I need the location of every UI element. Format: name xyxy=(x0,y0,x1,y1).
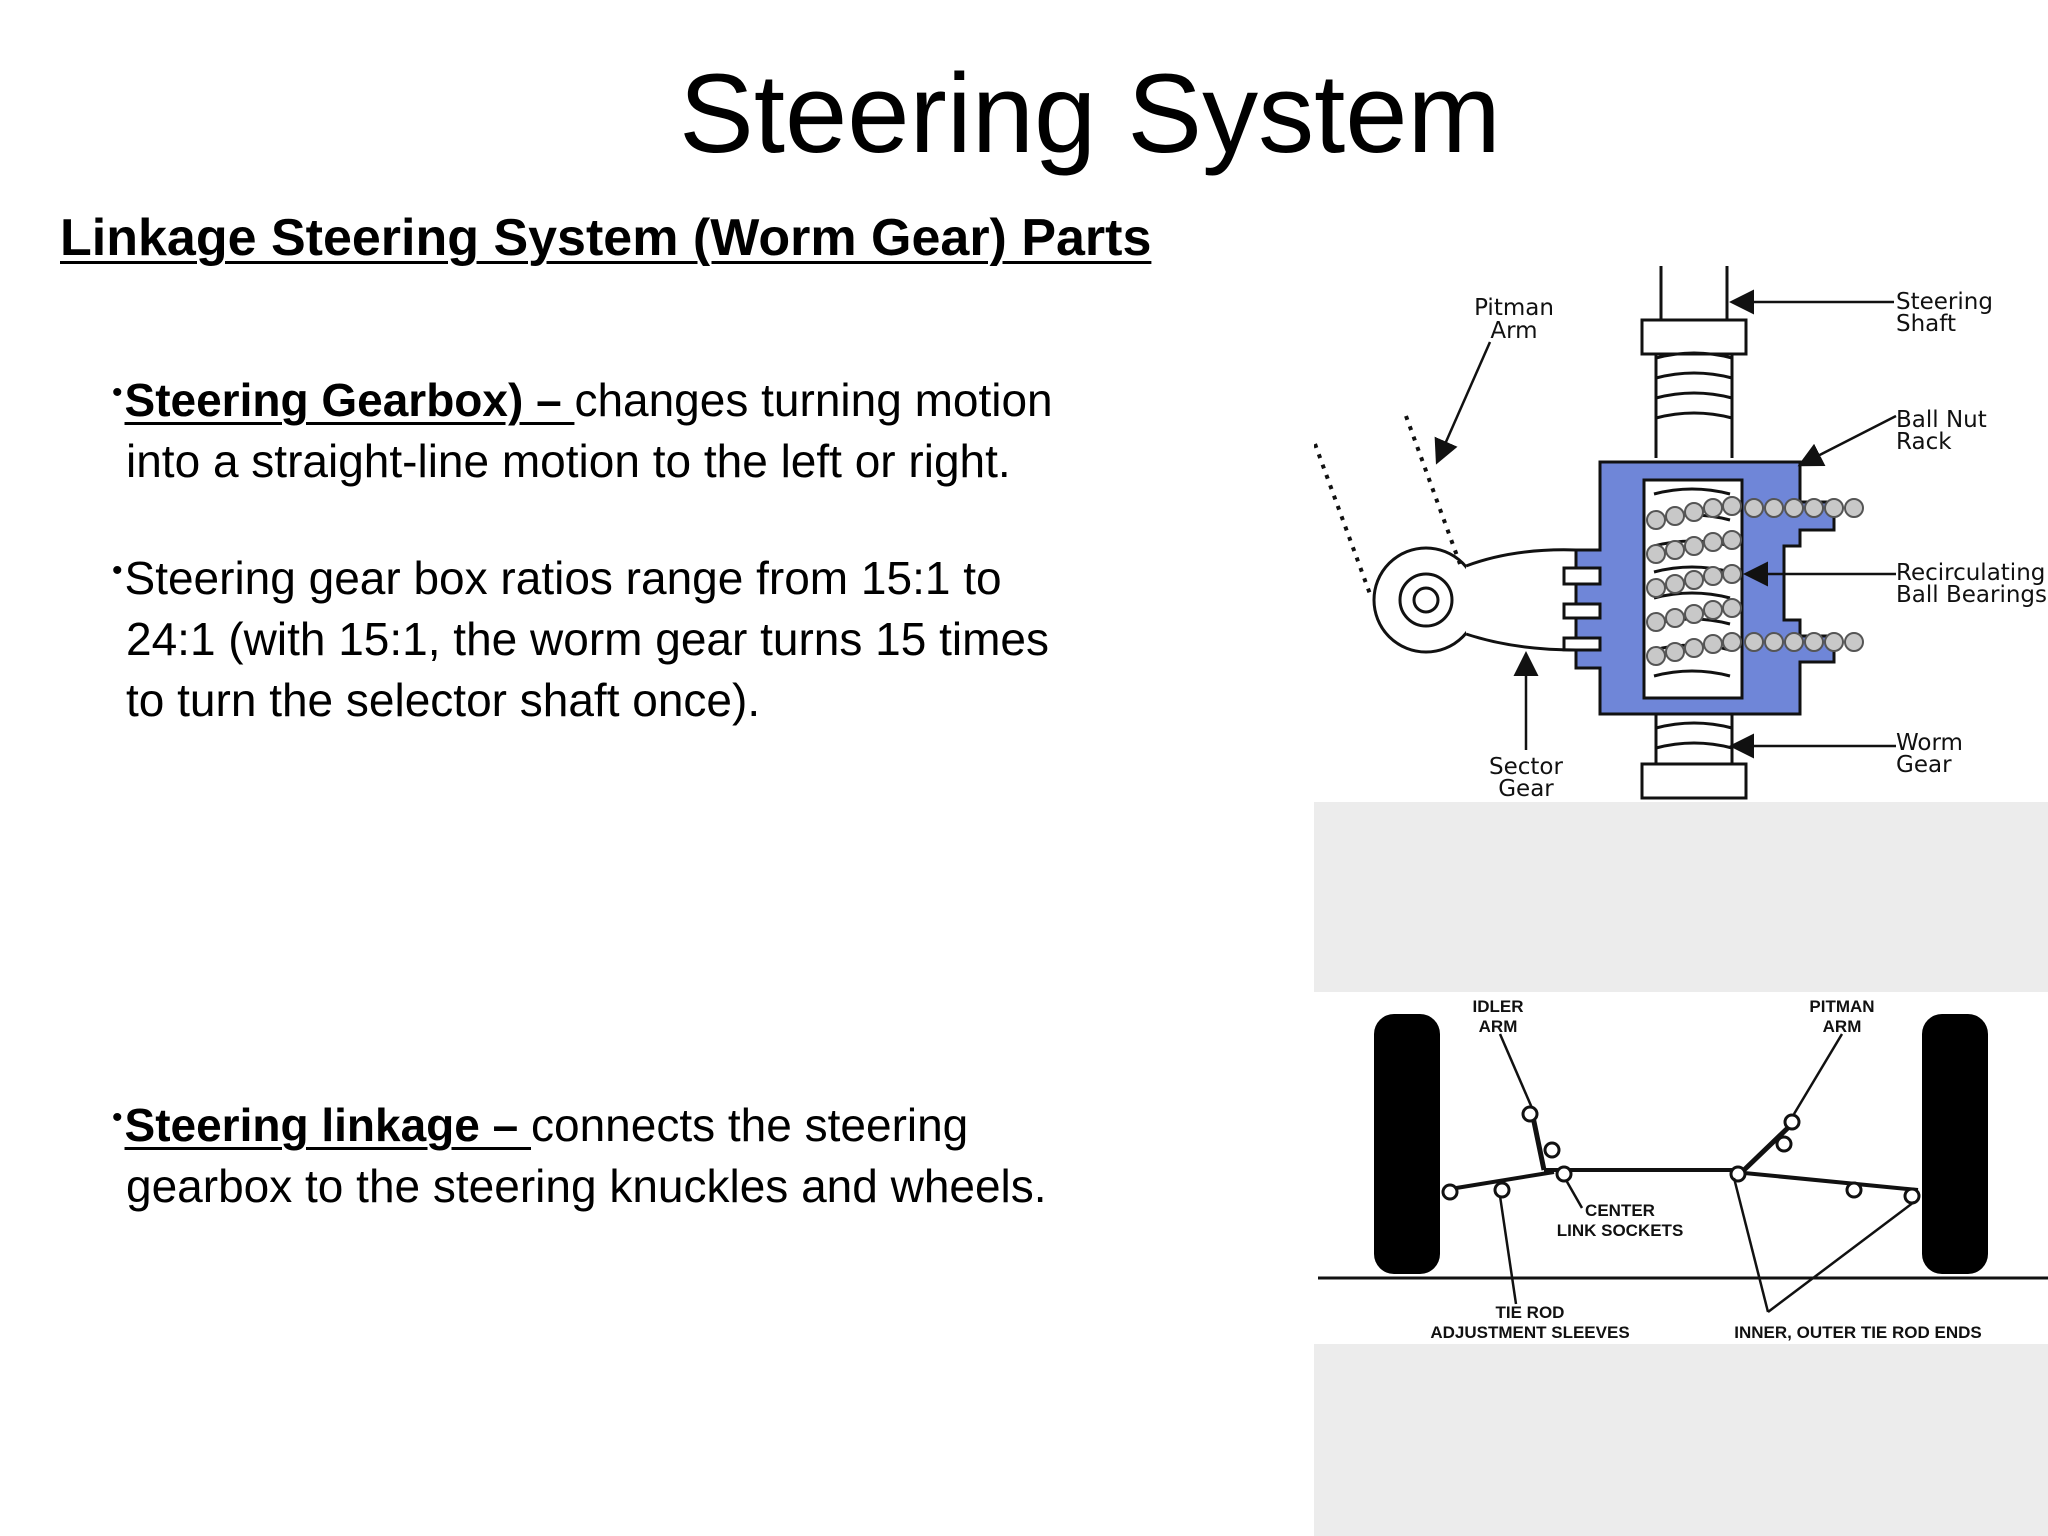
bullet-text-line3: to turn the selector shaft once). xyxy=(126,674,761,726)
bullet-text: Steering gear box ratios range from 15:1… xyxy=(124,552,1002,604)
bullet-text: connects the steering xyxy=(531,1099,969,1151)
label-steering-shaft-2: Shaft xyxy=(1896,311,1956,337)
label-pitman-arm-1: PITMAN xyxy=(1809,997,1874,1016)
label-pitman-arm-2: Arm xyxy=(1490,318,1537,344)
steering-linkage-diagram: IDLER ARM PITMAN ARM CENTER LINK SOCKETS… xyxy=(1318,997,2048,1342)
bullet-text-line2: gearbox to the steering knuckles and whe… xyxy=(126,1160,1047,1212)
bullet-term: Steering linkage – xyxy=(124,1099,531,1151)
label-ball-nut-1: Ball Nut xyxy=(1896,407,1987,433)
label-center-1: CENTER xyxy=(1585,1201,1655,1220)
worm-gear-gearbox-diagram: Pitman Arm Steering Shaft Ball Nut Rack … xyxy=(1314,266,2047,802)
label-pitman-arm-1: Pitman xyxy=(1474,295,1554,321)
label-idler-arm-2: ARM xyxy=(1479,1017,1518,1036)
gray-panel-top xyxy=(1314,802,2048,992)
bullet-gear-ratio: •Steering gear box ratios range from 15:… xyxy=(112,540,1172,731)
bullet-text-line2: 24:1 (with 15:1, the worm gear turns 15 … xyxy=(126,613,1049,665)
label-tie-rod-ends: INNER, OUTER TIE ROD ENDS xyxy=(1734,1323,1981,1342)
label-sector-gear-1: Sector xyxy=(1489,754,1563,780)
bullet-steering-gearbox: •Steering Gearbox) – changes turning mot… xyxy=(112,362,1172,492)
bullet-dot: • xyxy=(112,554,123,587)
label-tie-rod-1: TIE ROD xyxy=(1496,1303,1565,1322)
label-tie-rod-2: ADJUSTMENT SLEEVES xyxy=(1430,1323,1629,1342)
label-recirculating-1: Recirculating xyxy=(1896,560,2045,586)
bullet-dot: • xyxy=(112,1101,123,1134)
gray-panel-bottom xyxy=(1314,1344,2048,1536)
label-center-2: LINK SOCKETS xyxy=(1557,1221,1684,1240)
slide-title: Steering System xyxy=(679,51,1501,176)
bullet-dot: • xyxy=(112,376,123,409)
label-worm-gear-2: Gear xyxy=(1896,752,1952,778)
label-pitman-arm-2: ARM xyxy=(1823,1017,1862,1036)
bullet-text-line2: into a straight-line motion to the left … xyxy=(126,435,1011,487)
slide-subtitle: Linkage Steering System (Worm Gear) Part… xyxy=(60,209,1152,267)
label-recirculating-2: Ball Bearings xyxy=(1896,582,2047,608)
label-sector-gear-2: Gear xyxy=(1498,776,1554,802)
bullet-term: Steering Gearbox) – xyxy=(124,374,575,426)
bullet-text: changes turning motion xyxy=(574,374,1053,426)
label-ball-nut-2: Rack xyxy=(1896,429,1952,455)
label-idler-arm-1: IDLER xyxy=(1473,997,1524,1016)
label-worm-gear-1: Worm xyxy=(1896,730,1963,756)
bullet-steering-linkage: •Steering linkage – connects the steerin… xyxy=(112,1087,1172,1217)
label-steering-shaft-1: Steering xyxy=(1896,289,1993,315)
